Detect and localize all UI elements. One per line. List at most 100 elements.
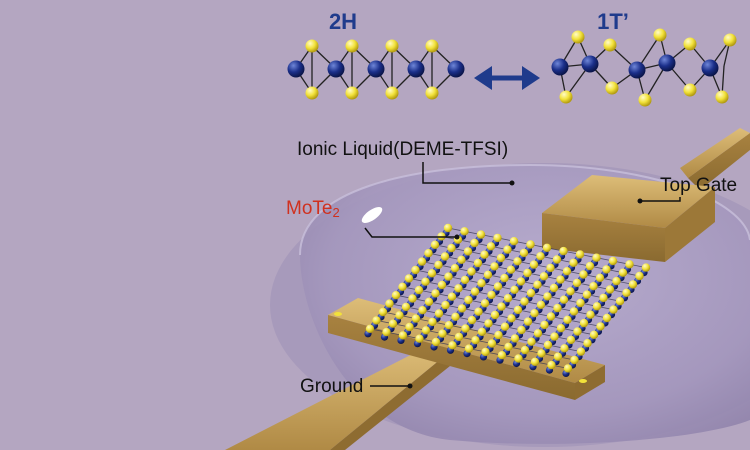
te-atom: [424, 297, 434, 306]
te-atom: [431, 337, 441, 347]
te-atom: [543, 292, 552, 301]
te-atom: [608, 256, 618, 266]
te-atom: [372, 316, 381, 325]
te-atom: [415, 334, 424, 343]
te-atom: [576, 347, 586, 356]
te-atom: [500, 273, 509, 283]
te-atom: [547, 360, 556, 370]
te-atom: [467, 267, 476, 276]
te-atom: [572, 278, 582, 288]
te-atom: [496, 253, 506, 263]
te-atom: [507, 314, 516, 323]
te-atom: [480, 250, 489, 259]
te-atom: [443, 223, 453, 233]
te-atom: [486, 242, 496, 251]
te-atom: [404, 274, 414, 283]
top-gate-electrode: [542, 128, 750, 262]
te-atom: [440, 252, 450, 261]
te-atom: [487, 290, 496, 300]
te-atom: [529, 260, 539, 269]
te-atom: [546, 263, 555, 273]
te-atom: [408, 294, 417, 303]
te-atom: [447, 243, 456, 253]
te-atom: [450, 264, 460, 273]
te-atom: [543, 340, 553, 350]
te-atom: [612, 276, 621, 286]
te-atom: [514, 354, 523, 363]
mo-atom: [658, 54, 676, 72]
te-atom: [395, 311, 404, 320]
te-atom: [523, 268, 532, 278]
te-atom: [464, 295, 473, 305]
structure-1t-prime: [551, 28, 737, 107]
te-atom: [510, 285, 519, 294]
te-atom: [562, 267, 572, 276]
te-atom: [425, 86, 439, 100]
te-atom: [520, 345, 530, 355]
te-atom: [477, 279, 486, 288]
te-atom: [473, 258, 483, 268]
te-atom: [571, 30, 585, 44]
te-atom: [537, 349, 546, 358]
te-atom: [570, 355, 579, 365]
te-atom: [305, 39, 319, 53]
te-atom: [552, 255, 562, 264]
te-atom: [553, 303, 562, 313]
mo-atom: [447, 60, 465, 78]
mo-atom: [327, 60, 345, 78]
te-atom: [448, 341, 457, 350]
te-atom: [497, 302, 506, 311]
te-atom: [625, 260, 634, 269]
te-atom: [385, 86, 399, 100]
te-atom: [477, 327, 487, 336]
te-atom: [615, 297, 625, 306]
te-atom: [513, 257, 522, 266]
te-atom: [559, 246, 568, 256]
te-atom: [536, 300, 546, 309]
te-atom: [509, 237, 519, 246]
phase-1t-prime-title: 1T’: [597, 9, 629, 34]
te-atom: [474, 307, 483, 316]
te-atom: [497, 351, 507, 360]
te-atom: [424, 249, 433, 258]
te-atom: [451, 312, 460, 321]
te-atom: [480, 299, 490, 308]
te-atom: [628, 280, 638, 289]
mo-atom: [287, 60, 305, 78]
te-atom: [526, 240, 535, 249]
te-atom: [589, 282, 598, 291]
te-atom: [599, 293, 608, 303]
te-atom: [504, 342, 513, 351]
te-atom: [575, 250, 585, 259]
te-atom: [618, 268, 628, 277]
te-atom: [579, 318, 589, 328]
te-atom: [345, 39, 359, 53]
te-atom: [460, 227, 469, 236]
te-atom: [460, 275, 470, 285]
te-atom: [470, 238, 479, 248]
te-atom: [385, 299, 394, 308]
te-atom: [427, 269, 437, 278]
te-atom: [493, 233, 502, 243]
te-atom: [382, 327, 391, 337]
te-atom: [454, 284, 463, 293]
te-atom: [503, 245, 512, 254]
mo-atom: [407, 60, 425, 78]
te-atom: [573, 327, 582, 336]
te-atom: [513, 305, 523, 315]
te-atom: [556, 275, 565, 284]
te-atom: [388, 319, 398, 328]
ground-callout: Ground: [300, 376, 413, 397]
te-atom: [553, 352, 563, 361]
te-atom: [546, 312, 556, 321]
mo-atom: [701, 59, 719, 77]
te-atom: [715, 90, 729, 104]
te-atom: [398, 331, 408, 340]
te-atom: [579, 270, 588, 279]
te-atom: [576, 298, 585, 308]
te-atom: [444, 272, 453, 281]
te-atom: [418, 306, 427, 315]
te-atom: [503, 294, 513, 303]
te-atom: [523, 317, 533, 326]
